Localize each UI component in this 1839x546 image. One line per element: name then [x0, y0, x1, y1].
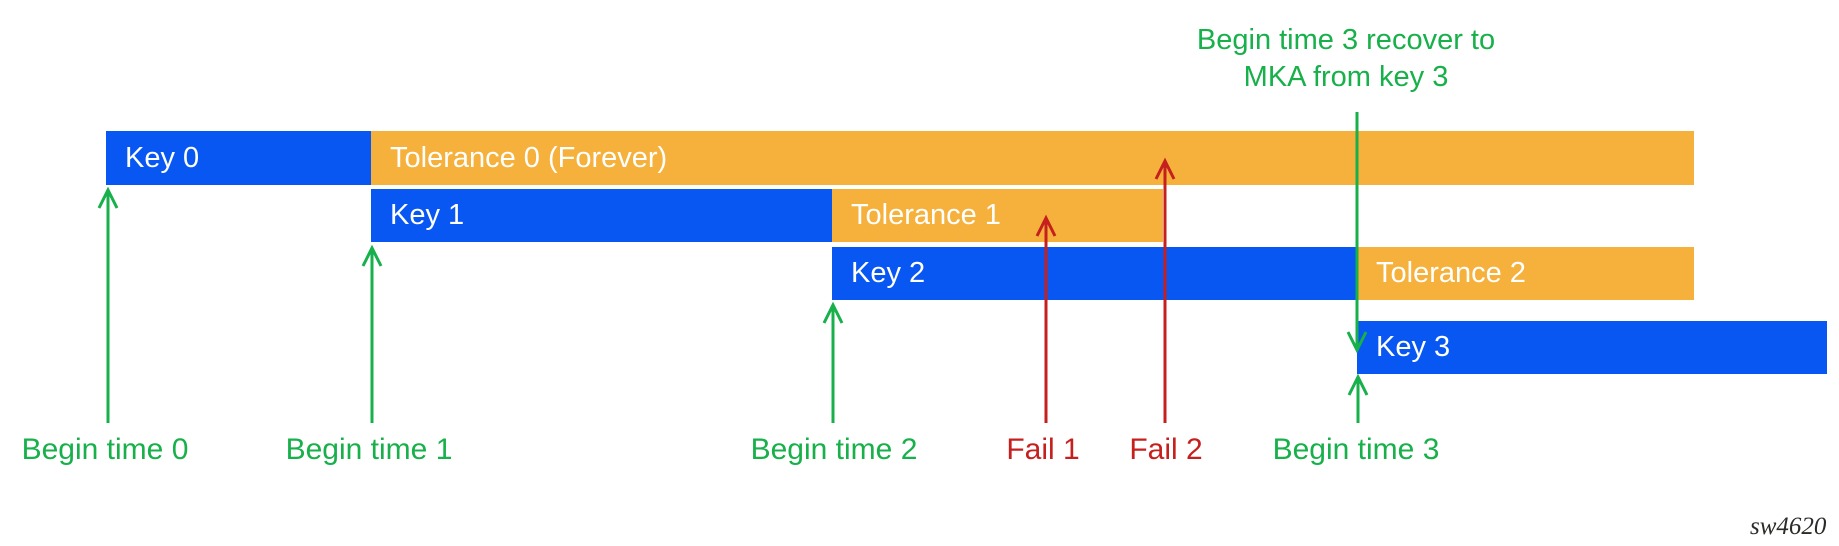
bar-tolerance-0-label: Tolerance 0 (Forever) [390, 141, 668, 174]
recover-annotation-line2: MKA from key 3 [1243, 61, 1449, 93]
bar-tolerance-2: Tolerance 2 [1357, 247, 1694, 300]
bar-key-0-label: Key 0 [125, 141, 200, 174]
bar-key-3: Key 3 [1357, 321, 1827, 374]
begin-time-1-label: Begin time 1 [285, 433, 453, 466]
recover-annotation: Begin time 3 recover to MKA from key 3 [1197, 22, 1495, 96]
bar-key-1-label: Key 1 [390, 199, 465, 231]
bar-tolerance-2-label: Tolerance 2 [1376, 257, 1526, 289]
begin-time-3-arrow-icon [1347, 373, 1369, 423]
bar-key-2-label: Key 2 [851, 257, 926, 289]
recover-annotation-line1: Begin time 3 recover to [1196, 24, 1496, 56]
begin-time-2-label: Begin time 2 [750, 433, 918, 466]
bar-key-0: Key 0 [106, 131, 371, 185]
begin-time-0-arrow-icon [97, 186, 119, 423]
bar-tolerance-0: Tolerance 0 (Forever) [371, 131, 1694, 185]
fail-2-label: Fail 2 [1129, 433, 1203, 466]
bar-key-3-label: Key 3 [1376, 331, 1451, 363]
begin-time-0-label: Begin time 0 [21, 433, 189, 466]
begin-time-2-arrow-icon [822, 301, 844, 423]
begin-time-3-label: Begin time 3 [1272, 433, 1440, 466]
bar-key-2: Key 2 [832, 247, 1357, 300]
fail-1-label: Fail 1 [1006, 433, 1080, 466]
bar-key-1: Key 1 [371, 189, 832, 242]
figure-id-watermark: sw4620 [1750, 513, 1827, 540]
bar-tolerance-1-label: Tolerance 1 [851, 199, 1001, 231]
bar-tolerance-1: Tolerance 1 [832, 189, 1163, 242]
begin-time-1-arrow-icon [361, 244, 383, 423]
